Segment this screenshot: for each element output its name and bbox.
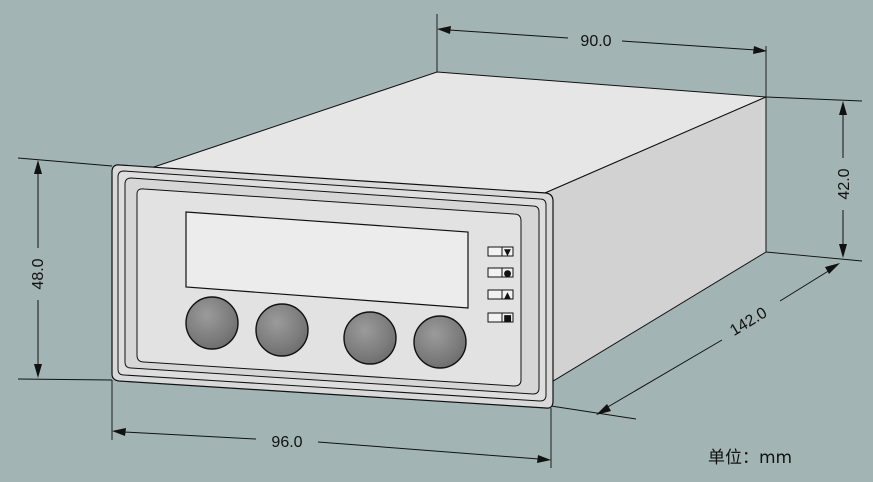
knob-3[interactable] [343, 311, 397, 365]
indicator-buttons: ▼ ● ▲ ■ [487, 246, 514, 324]
dim-line-top [437, 26, 767, 54]
ext-right-top [765, 96, 863, 102]
dimension-lines [34, 26, 847, 463]
button-stop[interactable]: ■ [487, 312, 514, 324]
knobs [185, 296, 467, 369]
down-icon: ▼ [504, 248, 511, 258]
dim-line-left [34, 160, 42, 378]
front-panel [111, 164, 554, 409]
ext-left-top [17, 157, 113, 167]
dim-label-right: 42.0 [836, 168, 853, 199]
knob-4[interactable] [413, 315, 467, 369]
ext-depth-bottom [550, 405, 637, 420]
knob-1[interactable] [185, 296, 239, 350]
ext-right-bottom [765, 251, 863, 262]
unit-label: 单位：mm [708, 448, 792, 468]
dim-label-left: 48.0 [30, 258, 47, 289]
button-up[interactable]: ▲ [487, 289, 514, 301]
dim-line-right [839, 101, 847, 258]
dot-icon: ● [504, 269, 512, 279]
dim-label-bottom: 96.0 [271, 434, 302, 451]
dim-label-top: 90.0 [580, 33, 611, 50]
square-icon: ■ [503, 314, 512, 324]
ext-left-bottom [17, 378, 113, 381]
dim-line-bottom [112, 428, 551, 463]
display-window [185, 211, 469, 309]
button-set[interactable]: ● [487, 267, 514, 279]
button-down[interactable]: ▼ [487, 246, 514, 258]
extension-lines [17, 14, 863, 468]
dim-label-depth: 142.0 [727, 304, 770, 339]
dim-line-depth [596, 263, 840, 415]
knob-2[interactable] [255, 303, 309, 357]
up-icon: ▲ [504, 291, 511, 301]
